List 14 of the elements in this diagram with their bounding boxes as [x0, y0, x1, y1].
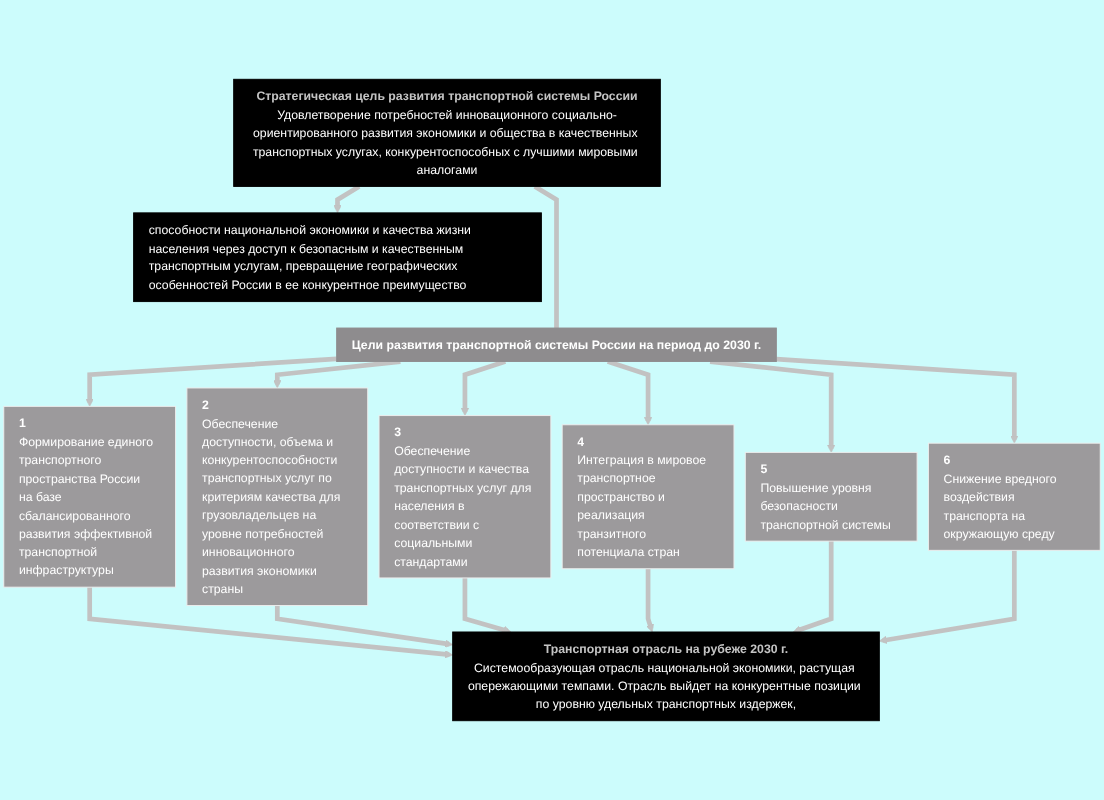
arrow	[87, 587, 454, 659]
arrow	[273, 359, 401, 389]
arrow	[333, 184, 361, 214]
arrow	[792, 541, 834, 634]
arrow	[460, 359, 507, 416]
arrow	[462, 577, 512, 634]
arrow	[606, 359, 653, 426]
connector	[533, 184, 559, 328]
arrow	[776, 356, 1019, 444]
arrow	[645, 568, 654, 633]
arrow	[274, 605, 454, 648]
arrow	[85, 356, 337, 407]
arrow	[709, 359, 836, 453]
arrow	[878, 550, 1017, 644]
